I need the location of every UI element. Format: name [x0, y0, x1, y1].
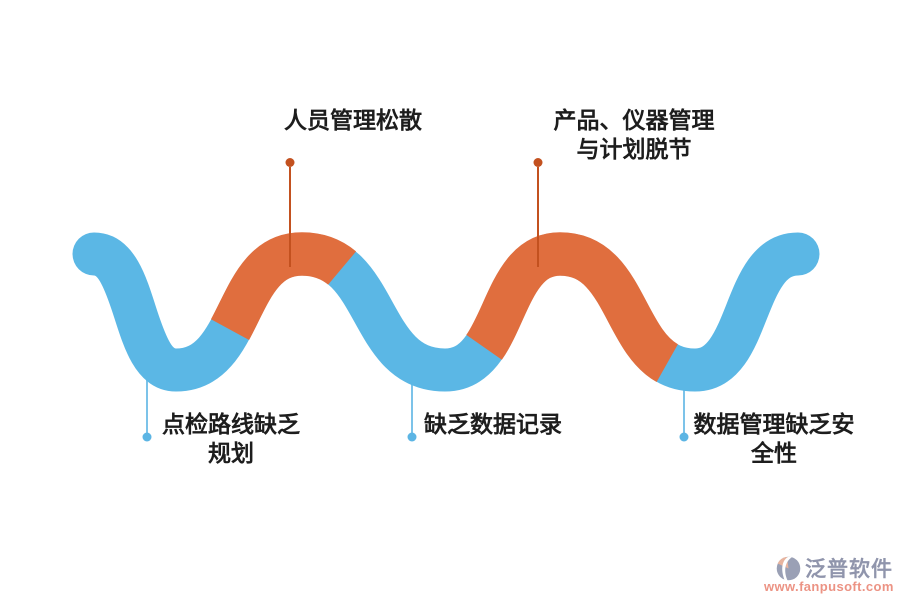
callout-top-2-line-1: 产品、仪器管理	[553, 107, 715, 133]
callout-bottom-1-line-2: 规划	[208, 440, 254, 466]
callout-top-2: 产品、仪器管理 与计划脱节	[554, 106, 715, 164]
callout-bottom-3-line-2: 全性	[751, 440, 797, 466]
callout-top-1: 人员管理松散	[284, 106, 422, 135]
wave-blue-path	[72, 232, 820, 392]
top-dot-2	[533, 158, 543, 167]
bottom-dot-3	[679, 432, 689, 442]
top-connector-lines	[289, 167, 539, 267]
callout-top-1-line-1: 人员管理松散	[284, 107, 422, 133]
callout-bottom-3-line-1: 数据管理缺乏安	[693, 411, 855, 437]
callout-top-2-line-2: 与计划脱节	[576, 136, 692, 162]
top-dot-1	[285, 158, 295, 167]
bottom-dot-1	[142, 432, 152, 442]
callout-bottom-1: 点检路线缺乏 规划	[162, 410, 300, 468]
callout-bottom-2: 缺乏数据记录	[424, 410, 562, 439]
connector-dots	[142, 158, 689, 442]
callout-bottom-1-line-1: 点检路线缺乏	[162, 411, 300, 437]
bottom-dot-2	[407, 432, 417, 442]
callout-bottom-2-line-1: 缺乏数据记录	[424, 411, 562, 437]
callout-bottom-3: 数据管理缺乏安 全性	[694, 410, 855, 468]
